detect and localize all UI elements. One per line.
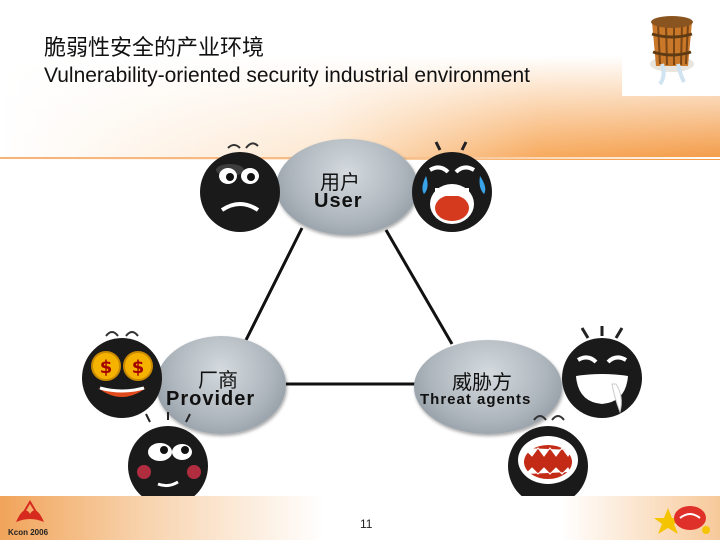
dollar-eyes-face-icon: $ $ [82, 331, 162, 418]
svg-text:$: $ [132, 357, 145, 378]
edge-user-threat [384, 229, 454, 345]
threat-label-en: Threat agents [420, 391, 532, 408]
worried-face-icon [200, 142, 280, 232]
node-threat [414, 340, 562, 434]
user-label-en: User [314, 190, 363, 212]
slide-title-en: Vulnerability-oriented security industri… [44, 64, 530, 87]
provider-label-en: Provider [166, 388, 256, 410]
crying-face-icon [412, 141, 492, 232]
header-band [0, 0, 720, 160]
laughing-face-icon [562, 326, 642, 418]
footer-logo-text: Kcon 2006 [8, 528, 49, 537]
page-number: 11 [360, 517, 373, 531]
pirate-ship-logo-icon [654, 506, 710, 534]
threat-label-cn: 威胁方 [452, 370, 512, 394]
footer-band [0, 496, 720, 540]
node-provider [156, 336, 286, 434]
svg-text:$: $ [100, 357, 113, 378]
edge-user-provider [244, 227, 304, 341]
node-user [276, 139, 418, 235]
user-label-cn: 用户 [320, 170, 360, 194]
slide-title-cn: 脆弱性安全的产业环境 [44, 36, 265, 61]
provider-label-cn: 厂商 [198, 368, 238, 392]
nervous-face-icon [128, 412, 208, 506]
shouting-face-icon [508, 415, 588, 506]
bucket-logo-icon [622, 0, 720, 96]
kcon-logo-icon [16, 500, 44, 522]
